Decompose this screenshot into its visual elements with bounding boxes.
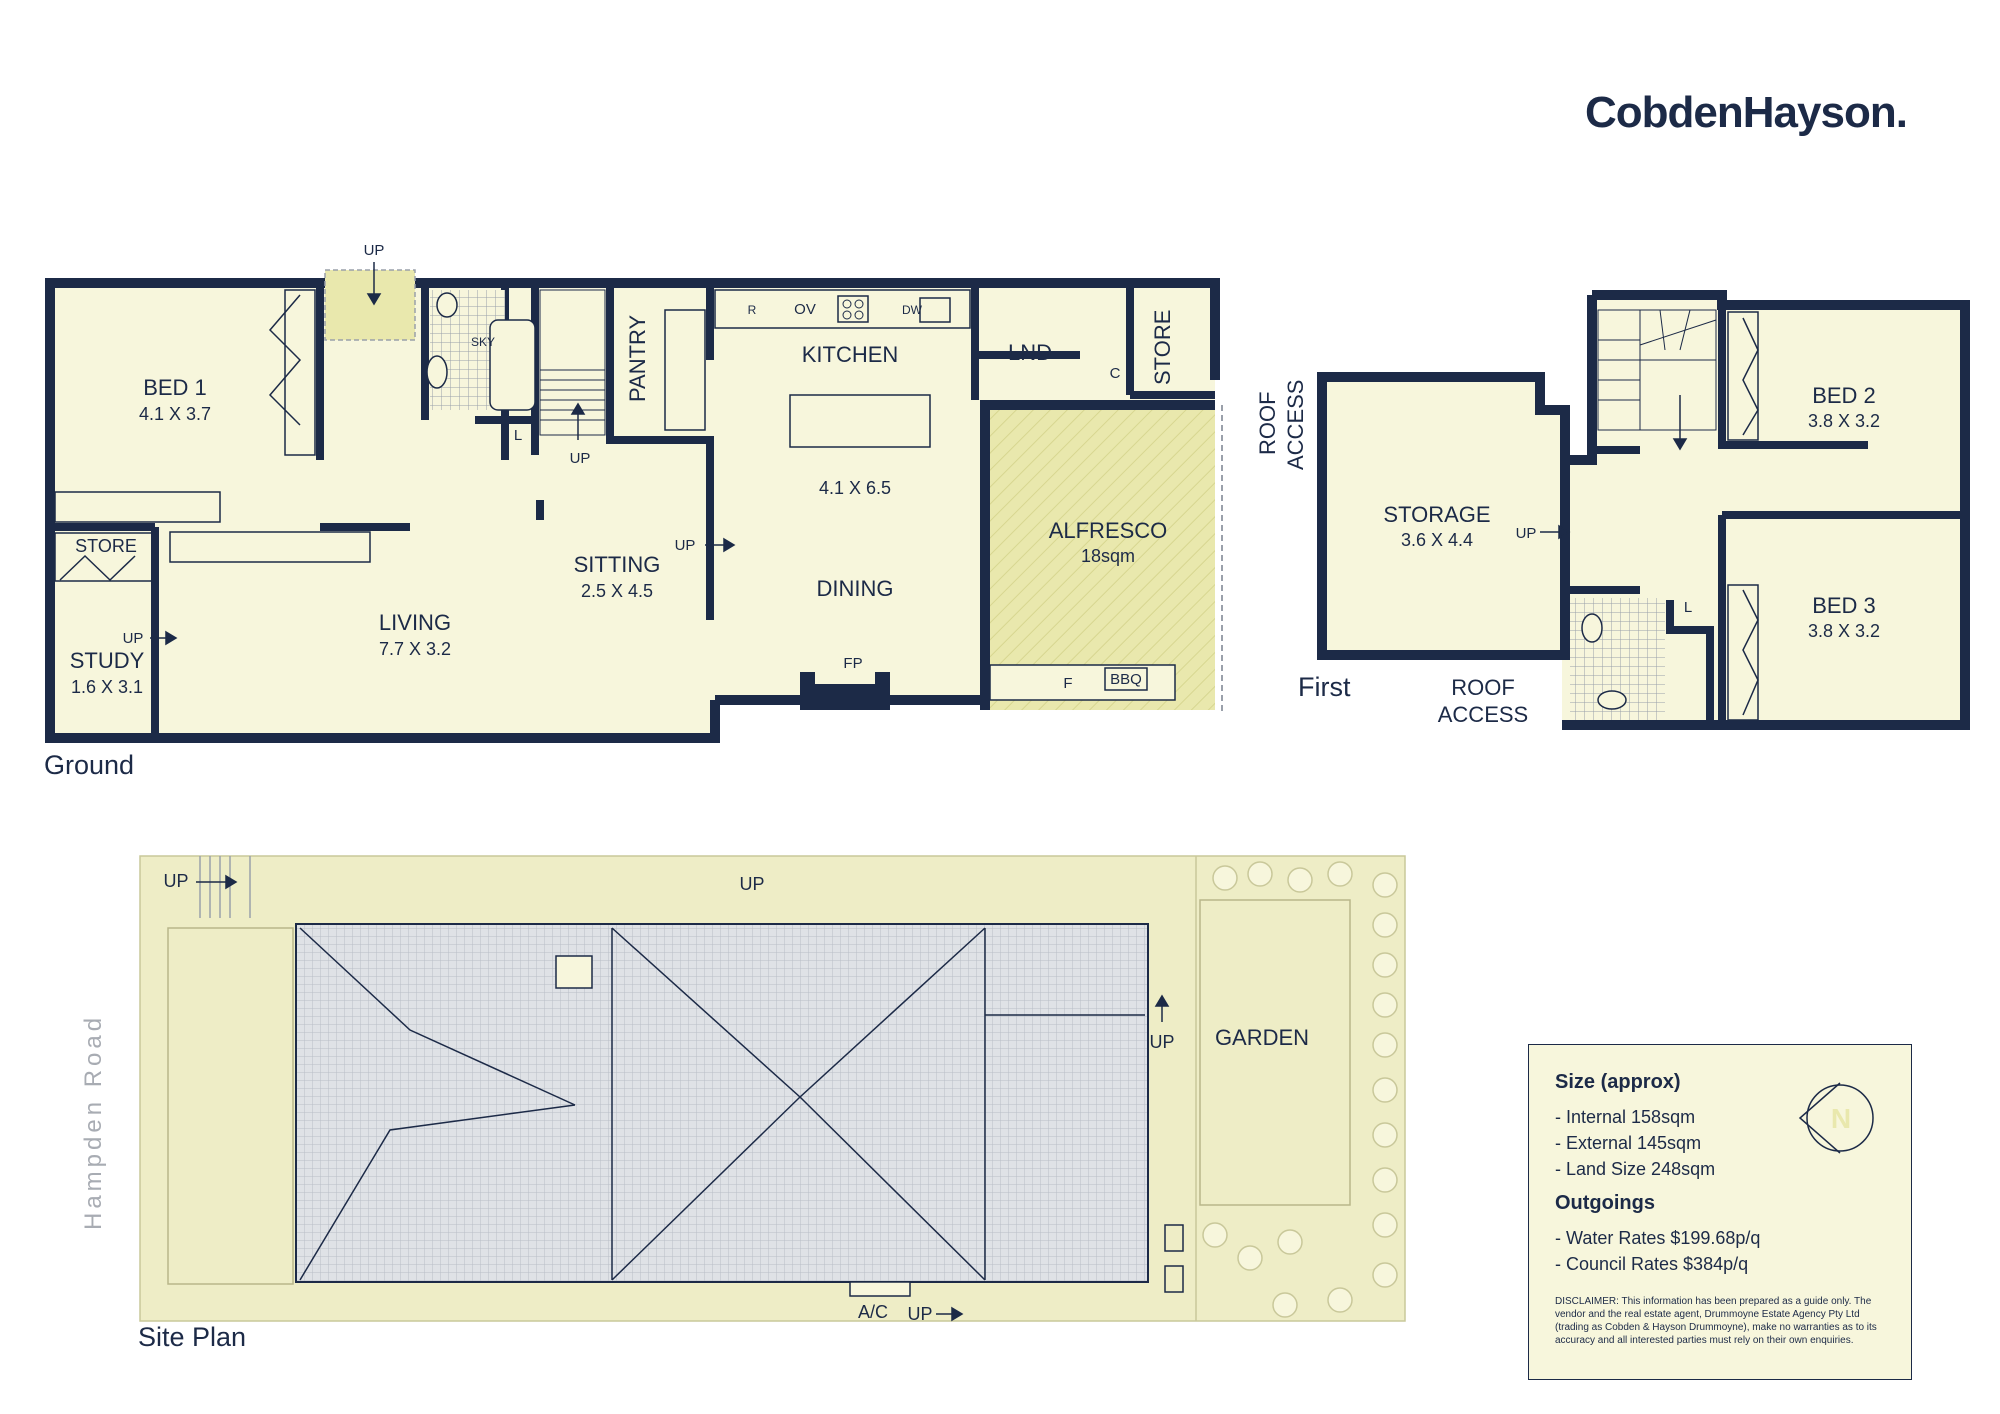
bed2-label: BED 2 (1812, 383, 1876, 408)
size-list: - Internal 158sqm - External 145sqm - La… (1555, 1104, 1885, 1182)
porch-up-label: UP (364, 242, 385, 259)
roof-access-side-line1: ROOF (1255, 391, 1280, 455)
alfresco-dims: 18sqm (1081, 546, 1135, 566)
laundry-label: LND (1008, 340, 1052, 365)
ground-floor-label: Ground (44, 750, 135, 780)
skylight-label: SKY (471, 335, 495, 349)
first-up-label: UP (1516, 525, 1537, 542)
living-label: LIVING (379, 610, 451, 635)
alfresco-label: ALFRESCO (1049, 518, 1168, 543)
garden-label: GARDEN (1215, 1025, 1309, 1050)
storage-label: STORAGE (1383, 502, 1490, 527)
cupboard-label: C (1110, 365, 1121, 382)
fridge-r-label: R (748, 303, 757, 317)
roof-access-side-line2: ACCESS (1283, 380, 1308, 470)
study-label: STUDY (70, 648, 145, 673)
size-internal: - Internal 158sqm (1555, 1107, 1696, 1127)
compass-letter: N (1831, 1103, 1851, 1134)
bbq-label: BBQ (1110, 671, 1142, 688)
road-label: Hampden Road (80, 1013, 107, 1230)
linen-label: L (514, 427, 522, 444)
bed2-dims: 3.8 X 3.2 (1808, 411, 1880, 431)
size-title: Size (approx) (1555, 1071, 1681, 1093)
size-land: - Land Size 248sqm (1555, 1159, 1716, 1179)
bed3-label: BED 3 (1812, 593, 1876, 618)
study-up-label: UP (123, 630, 144, 647)
brand-logo: CobdenHayson. (1585, 88, 1908, 137)
store2-label: STORE (1150, 310, 1175, 385)
living-dims: 7.7 X 3.2 (379, 639, 451, 659)
site-up-left-label: UP (163, 871, 188, 891)
dining-up-label: UP (675, 537, 696, 554)
house-roof (295, 923, 1149, 1283)
water-rates: - Water Rates $199.68p/q (1555, 1228, 1761, 1248)
fridge-label: F (1063, 675, 1072, 692)
bed1-label: BED 1 (143, 375, 207, 400)
site-up-mid-label: UP (739, 874, 764, 894)
compass-north-icon: N (1798, 1082, 1874, 1154)
council-rates: - Council Rates $384p/q (1555, 1254, 1749, 1274)
dining-label: DINING (817, 576, 894, 601)
site-plan-label: Site Plan (138, 1322, 247, 1352)
kitchen-island (789, 394, 931, 448)
size-external: - External 145sqm (1555, 1133, 1702, 1153)
ground-floor-plan (45, 269, 1223, 743)
alfresco-deck (985, 405, 1215, 710)
roof-access-bottom-line2: ACCESS (1438, 702, 1528, 727)
bed3-dims: 3.8 X 3.2 (1808, 621, 1880, 641)
pantry-label: PANTRY (625, 314, 650, 402)
disclaimer: DISCLAIMER: This information has been pr… (1555, 1296, 1877, 1346)
outgoings-title: Outgoings (1555, 1192, 1655, 1214)
ac-label: A/C (858, 1302, 888, 1322)
sitting-dims: 2.5 X 4.5 (581, 581, 653, 601)
ground-stairs (539, 289, 606, 436)
bed1-dims: 4.1 X 3.7 (139, 404, 211, 424)
site-up-bottom-label: UP (907, 1304, 932, 1324)
first-floor-plan (1317, 290, 1970, 730)
kitchen-label: KITCHEN (802, 342, 899, 367)
first-linen-label: L (1684, 599, 1692, 616)
stair-up-label: UP (570, 450, 591, 467)
site-up-right-label: UP (1149, 1032, 1174, 1052)
sitting-label: SITTING (574, 552, 661, 577)
roof-access-bottom-line1: ROOF (1451, 675, 1515, 700)
fireplace-label: FP (843, 655, 862, 672)
site-plan (139, 855, 1406, 1322)
dishwasher-label: DW (902, 303, 923, 317)
oven-label: OV (794, 301, 816, 318)
kitchen-dims: 4.1 X 6.5 (819, 478, 891, 498)
outgoings-list: - Water Rates $199.68p/q - Council Rates… (1555, 1225, 1885, 1277)
store-label: STORE (75, 536, 137, 556)
first-stairs (1597, 309, 1717, 431)
study-dims: 1.6 X 3.1 (71, 677, 143, 697)
storage-dims: 3.6 X 4.4 (1401, 530, 1473, 550)
property-info-panel: Size (approx) - Internal 158sqm - Extern… (1528, 1044, 1912, 1380)
first-floor-label: First (1298, 672, 1351, 702)
